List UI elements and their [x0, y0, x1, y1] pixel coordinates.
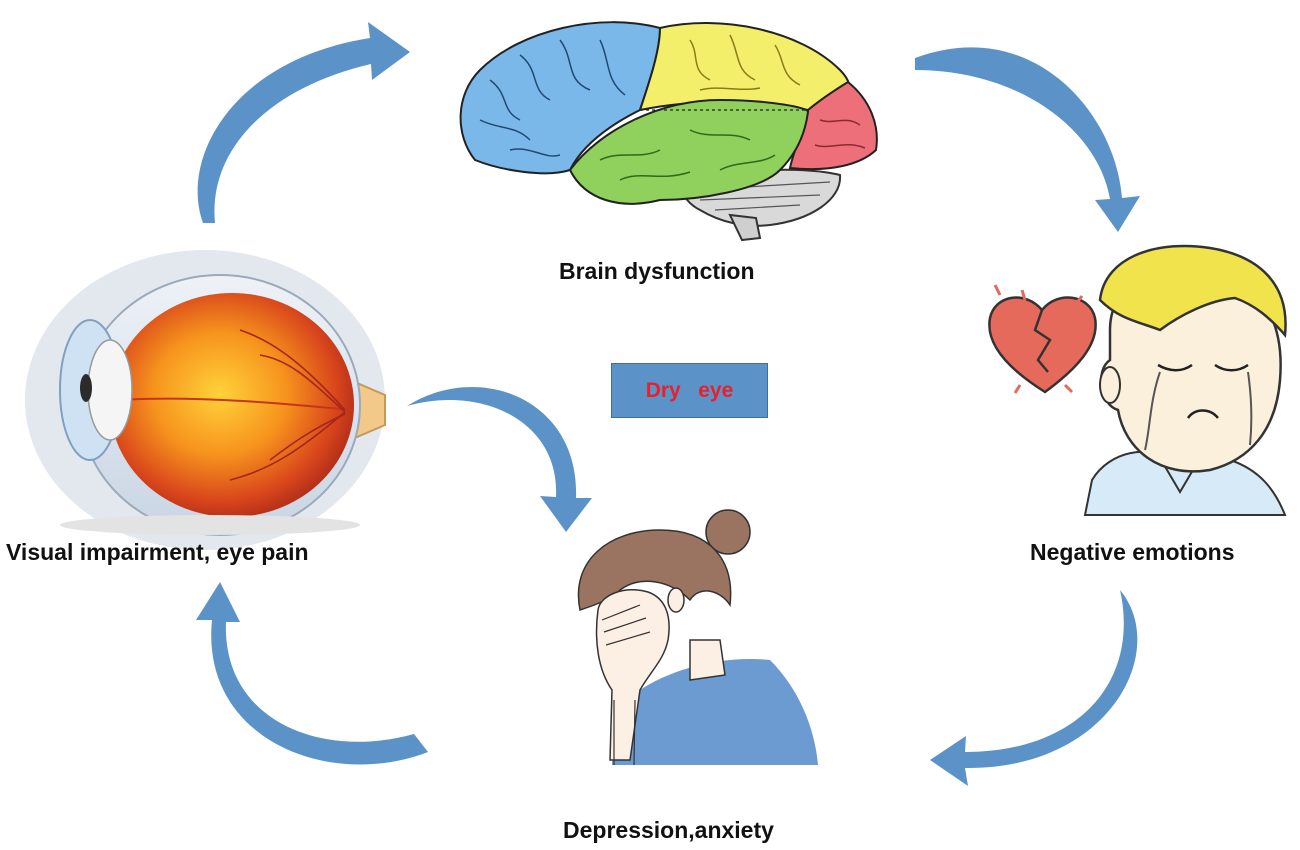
arrow-depression-to-eye	[196, 582, 428, 765]
crying-man-illustration	[1083, 244, 1287, 516]
sad-woman-illustration	[577, 509, 818, 766]
dry-eye-box: Dry eye	[611, 363, 768, 418]
dry-eye-label: Dry eye	[645, 378, 734, 402]
arrow-brain-to-emotions	[915, 47, 1140, 232]
eye-anatomy-illustration	[25, 250, 386, 550]
broken-heart-icon	[988, 284, 1097, 394]
cycle-arrows	[196, 22, 1140, 786]
arrow-eye-to-depression	[407, 386, 592, 532]
brain-dysfunction-label: Brain dysfunction	[559, 258, 755, 284]
visual-impairment-label: Visual impairment, eye pain	[6, 539, 309, 565]
arrow-eye-to-brain	[197, 22, 410, 223]
brain-illustration	[459, 21, 878, 242]
negative-emotions-label: Negative emotions	[1030, 539, 1235, 565]
depression-anxiety-label: Depression,anxiety	[563, 817, 774, 843]
arrow-emotions-to-depression	[930, 590, 1138, 786]
